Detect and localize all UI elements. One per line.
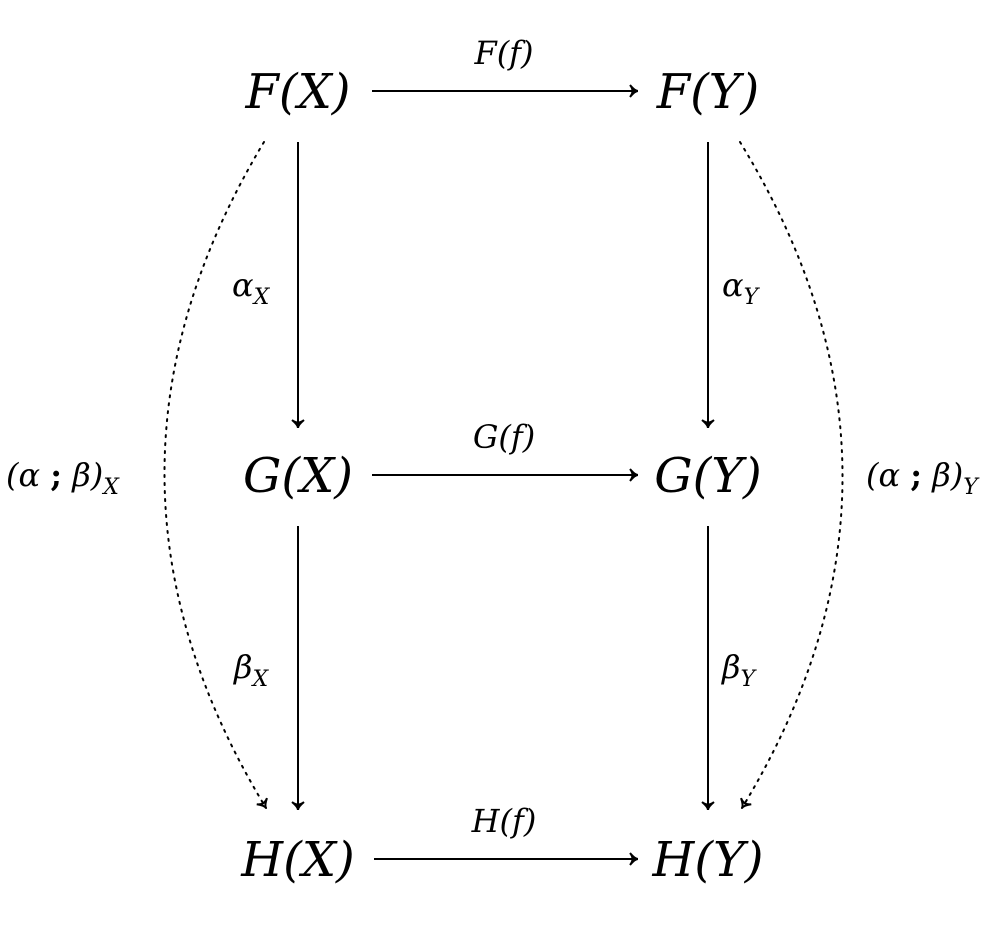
label-composite-y-sub: Y bbox=[963, 475, 980, 500]
node-h-of-y: H(Y) bbox=[652, 832, 764, 888]
label-composite-x-open: (α bbox=[6, 456, 50, 494]
label-alpha-x: αX bbox=[232, 266, 271, 310]
label-beta-x-main: β bbox=[233, 648, 253, 686]
label-composite-y: (α ; β)Y bbox=[866, 456, 980, 500]
label-alpha-x-sub: X bbox=[252, 285, 271, 310]
label-beta-y: βY bbox=[721, 648, 758, 692]
label-composite-x-close: β) bbox=[62, 456, 103, 494]
label-f-of-f: F(f) bbox=[473, 34, 533, 72]
label-beta-x: βX bbox=[233, 648, 270, 692]
label-g-of-f: G(f) bbox=[473, 418, 535, 456]
node-f-of-y: F(Y) bbox=[656, 64, 759, 120]
label-beta-y-main: β bbox=[721, 648, 741, 686]
label-composite-x-semi: ; bbox=[50, 456, 62, 494]
label-composite-y-open: (α bbox=[866, 456, 910, 494]
node-h-of-x: H(X) bbox=[240, 832, 354, 888]
node-g-of-y: G(Y) bbox=[654, 448, 761, 504]
node-g-of-x: G(X) bbox=[243, 448, 353, 504]
label-alpha-x-main: α bbox=[232, 266, 254, 304]
label-composite-y-close: β) bbox=[922, 456, 963, 494]
label-alpha-y-sub: Y bbox=[744, 285, 761, 310]
arrow-composite-y bbox=[739, 141, 844, 809]
label-beta-y-sub: Y bbox=[741, 667, 758, 692]
node-f-of-x: F(X) bbox=[245, 64, 351, 120]
label-composite-x-sub: X bbox=[101, 475, 120, 500]
label-composite-y-semi: ; bbox=[910, 456, 922, 494]
label-composite-x: (α ; β)X bbox=[6, 456, 120, 500]
label-alpha-y-main: α bbox=[722, 266, 744, 304]
label-alpha-y: αY bbox=[722, 266, 761, 310]
label-beta-x-sub: X bbox=[251, 667, 270, 692]
arrow-composite-x bbox=[163, 141, 268, 809]
label-h-of-f: H(f) bbox=[471, 802, 537, 840]
